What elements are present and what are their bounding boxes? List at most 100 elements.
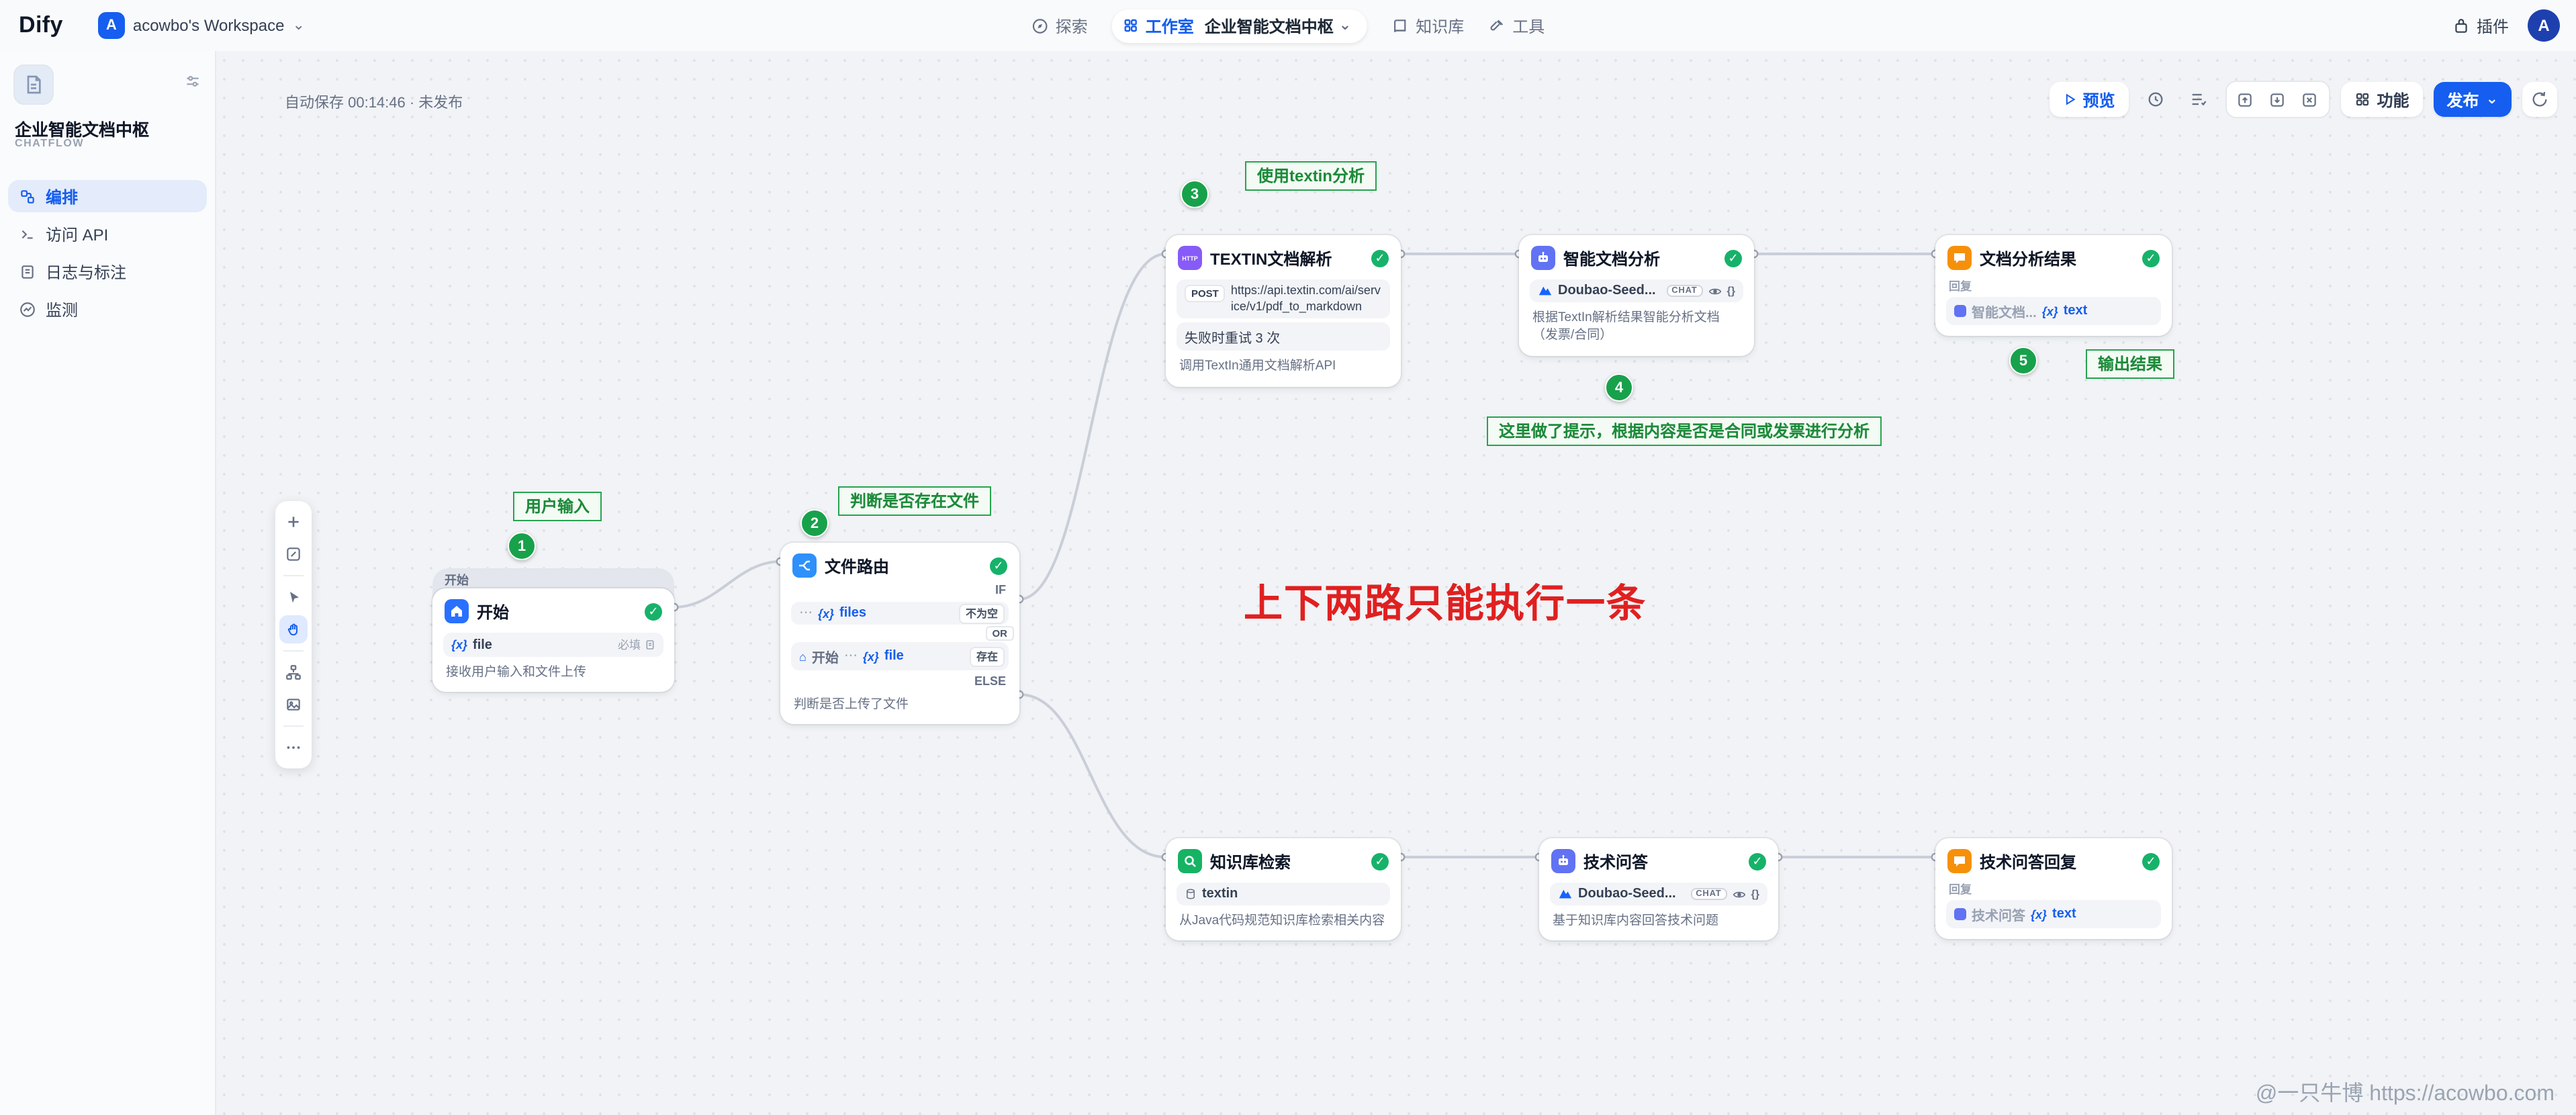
toolbar-divider xyxy=(283,650,304,652)
chevron-down-icon: ⌄ xyxy=(292,17,305,33)
annotation-number-4[interactable]: 4 xyxy=(1605,373,1633,402)
success-check-icon: ✓ xyxy=(990,557,1007,574)
success-check-icon: ✓ xyxy=(645,603,662,620)
http-icon-label: HTTP xyxy=(1182,255,1198,262)
import-dsl-button[interactable] xyxy=(2262,82,2294,117)
annotation-note-4[interactable]: 这里做了提示，根据内容是否是合同或发票进行分析 xyxy=(1487,416,1882,446)
model-selector-row[interactable]: Doubao-Seed... CHAT {} xyxy=(1530,279,1743,302)
nav-explore[interactable]: 探索 xyxy=(1031,14,1088,37)
node-description: 根据TextIn解析结果智能分析文档（发票/合同） xyxy=(1532,310,1720,343)
nav-plugins[interactable]: 插件 xyxy=(2452,14,2509,37)
add-note-button[interactable] xyxy=(279,540,308,568)
retry-row[interactable]: 失败时重试 3 次 xyxy=(1177,322,1390,351)
success-check-icon: ✓ xyxy=(2142,249,2160,267)
annotation-number-3[interactable]: 3 xyxy=(1181,180,1209,208)
dataset-row[interactable]: textin xyxy=(1177,883,1390,905)
annotation-note-5[interactable]: 输出结果 xyxy=(2086,349,2175,379)
context-brackets-icon: {} xyxy=(1751,888,1759,900)
ref-variable: text xyxy=(2063,304,2088,318)
http-method-badge: POST xyxy=(1185,285,1226,302)
ref-node-name: 智能文档... xyxy=(1972,306,2037,321)
nav-tools[interactable]: 工具 xyxy=(1488,14,1545,37)
hand-mode-button[interactable] xyxy=(279,615,308,643)
features-button[interactable]: 功能 xyxy=(2340,82,2423,117)
node-start[interactable]: 开始 ✓ {x} file 必填 接收用户输入和文件上传 xyxy=(432,588,674,693)
sidebar-item-orchestrate[interactable]: 编排 xyxy=(8,180,207,212)
publish-label: 发布 xyxy=(2446,91,2479,109)
more-options-button[interactable] xyxy=(279,733,308,762)
node-qa-llm[interactable]: 技术问答 ✓ Doubao-Seed... CHAT {} 基于知识库内容回答技… xyxy=(1539,838,1778,941)
node-file-router[interactable]: 文件路由 ✓ IF ⋯ {x} files 不为空 OR ⌂ 开始 ⋯ {x} … xyxy=(780,543,1019,725)
nav-tools-label: 工具 xyxy=(1512,17,1545,36)
publish-button[interactable]: 发布 ⌄ xyxy=(2433,82,2512,117)
nav-studio-breadcrumb[interactable]: 工作室 企业智能文档中枢 ⌄ xyxy=(1111,9,1368,42)
annotation-number-2[interactable]: 2 xyxy=(800,509,829,537)
nav-studio[interactable]: 工作室 xyxy=(1123,14,1194,37)
else-label: ELSE xyxy=(974,674,1006,688)
node-doc-answer[interactable]: 文档分析结果 ✓ 回复 智能文档... {x} text xyxy=(1935,235,2172,336)
book-icon xyxy=(1391,17,1409,34)
context-brackets-icon: {} xyxy=(1727,285,1735,297)
plugin-icon xyxy=(2452,17,2470,34)
answer-variable-row[interactable]: 智能文档... {x} text xyxy=(1946,297,2161,325)
success-check-icon: ✓ xyxy=(1371,852,1389,870)
sidebar-item-label: 访问 API xyxy=(46,225,109,244)
condition-row[interactable]: ⋯ {x} files 不为空 xyxy=(791,602,1009,625)
close-panel-button[interactable] xyxy=(2294,82,2326,117)
annotation-note-3[interactable]: 使用textin分析 xyxy=(1245,161,1377,191)
sliders-icon[interactable] xyxy=(184,73,201,90)
node-knowledge-retrieval[interactable]: 知识库检索 ✓ textin 从Java代码规范知识库检索相关内容 xyxy=(1166,838,1401,941)
dots-icon: ⋯ xyxy=(843,649,858,664)
sidebar-app-name: 企业智能文档中枢 xyxy=(15,121,150,140)
current-app-selector[interactable]: 企业智能文档中枢 ⌄ xyxy=(1205,14,1351,37)
red-annotation-note[interactable]: 上下两路只能执行一条 xyxy=(1244,583,1647,626)
node-title: 智能文档分析 xyxy=(1563,249,1661,268)
node-qa-answer[interactable]: 技术问答回复 ✓ 回复 技术问答 {x} text xyxy=(1935,838,2172,939)
variable-icon: {x} xyxy=(2041,304,2058,318)
version-history-button[interactable] xyxy=(2522,82,2557,117)
http-url-row[interactable]: POST https://api.textin.com/ai/service/v… xyxy=(1177,279,1390,319)
sidebar-item-api[interactable]: 访问 API xyxy=(8,218,207,250)
condition-operator: 存在 xyxy=(970,646,1005,666)
organize-nodes-button[interactable] xyxy=(279,658,308,686)
user-avatar[interactable]: A xyxy=(2528,9,2560,42)
condition-row[interactable]: ⌂ 开始 ⋯ {x} file 存在 xyxy=(791,642,1009,670)
sidebar-item-monitoring[interactable]: 监测 xyxy=(8,293,207,325)
home-glyph-icon: ⌂ xyxy=(799,650,807,663)
run-history-button[interactable] xyxy=(2140,82,2172,117)
knowledge-retrieval-icon xyxy=(1178,849,1202,873)
sidebar-app-type: CHATFLOW xyxy=(15,137,85,149)
checklist-button[interactable] xyxy=(2182,82,2215,117)
pointer-mode-button[interactable] xyxy=(279,583,308,611)
node-group-start[interactable]: 开始 开始 ✓ {x} file 必填 接收用户输入和文件上传 xyxy=(432,568,674,693)
annotation-number-5[interactable]: 5 xyxy=(2009,347,2037,375)
answer-variable-row[interactable]: 技术问答 {x} text xyxy=(1946,900,2161,928)
preview-label: 预览 xyxy=(2082,91,2115,109)
export-dsl-button[interactable] xyxy=(2229,82,2262,117)
node-textin-http[interactable]: HTTP TEXTIN文档解析 ✓ POST https://api.texti… xyxy=(1166,235,1401,387)
chevron-down-icon: ⌄ xyxy=(2485,91,2498,107)
variable-icon: {x} xyxy=(818,607,835,620)
condition-operator: 不为空 xyxy=(959,603,1005,623)
add-node-button[interactable] xyxy=(279,508,308,536)
hand-icon xyxy=(285,621,302,637)
dify-logo[interactable]: Dify xyxy=(19,12,63,39)
condition-variable: file xyxy=(884,649,904,664)
annotation-note-1[interactable]: 用户输入 xyxy=(513,492,602,521)
sidebar-item-label: 监测 xyxy=(46,300,79,319)
http-request-icon: HTTP xyxy=(1178,246,1202,270)
if-else-icon xyxy=(792,553,817,578)
annotation-note-2[interactable]: 判断是否存在文件 xyxy=(838,486,992,516)
node-description: 接收用户输入和文件上传 xyxy=(446,665,587,680)
model-selector-row[interactable]: Doubao-Seed... CHAT {} xyxy=(1550,883,1767,905)
nav-knowledge[interactable]: 知识库 xyxy=(1391,14,1464,37)
annotation-number-1[interactable]: 1 xyxy=(508,532,536,560)
required-label: 必填 xyxy=(617,638,641,652)
org-chart-icon xyxy=(285,664,302,681)
workspace-selector[interactable]: A acowbo's Workspace ⌄ xyxy=(87,8,316,43)
node-doc-analysis-llm[interactable]: 智能文档分析 ✓ Doubao-Seed... CHAT {} 根据TextIn… xyxy=(1519,235,1754,356)
export-image-button[interactable] xyxy=(279,690,308,719)
preview-button[interactable]: 预览 xyxy=(2049,82,2129,117)
sidebar-item-logs[interactable]: 日志与标注 xyxy=(8,255,207,287)
start-field-row[interactable]: {x} file 必填 xyxy=(443,633,663,657)
